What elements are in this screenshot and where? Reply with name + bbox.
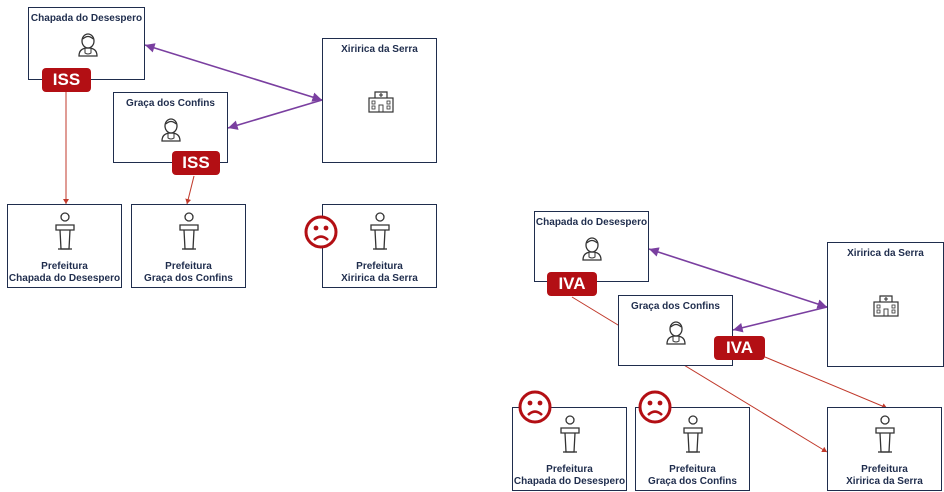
podium-speaker-icon [683,415,703,453]
provider-box-chapada-right: Chapada do Desespero [534,211,649,282]
tax-badge-iss-1: ISS [42,68,91,92]
cityhall-label-line1: Prefeitura [165,261,212,272]
provider-title: Chapada do Desespero [535,217,648,228]
provider-title: Graça dos Confins [126,98,215,109]
cityhall-box-xiririca-left: Prefeitura Xiririca da Serra [322,204,437,288]
service-arrow-left-2 [227,99,323,130]
cityhall-box-chapada-left: Prefeitura Chapada do Desespero [7,204,122,288]
podium-speaker-icon [370,212,390,250]
tax-arrow-right-1 [571,296,828,453]
tax-badge-iva-1: IVA [547,272,597,296]
cityhall-box-xiririca-right: Prefeitura Xiririca da Serra [827,407,942,491]
provider-box-graca-right: Graça dos Confins [618,295,733,366]
cityhall-label-line2: Xiririca da Serra [846,476,923,487]
hospital-building-icon [873,295,899,317]
client-box-xiririca-right: Xiririca da Serra [827,242,944,367]
professional-person-icon [666,321,686,345]
tax-badge-iva-2: IVA [714,336,765,360]
tax-arrow-left-2 [185,175,195,205]
service-arrow-right-2 [732,306,828,333]
cityhall-box-graca-left: Prefeitura Graça dos Confins [131,204,246,288]
cityhall-label-line2: Graça dos Confins [648,476,737,487]
cityhall-label-line1: Prefeitura [41,261,88,272]
professional-person-icon [78,33,98,57]
cityhall-label-line2: Chapada do Desespero [513,476,626,487]
service-arrow-right-1 [648,247,828,309]
provider-title: Chapada do Desespero [30,13,143,24]
podium-speaker-icon [55,212,75,250]
cityhall-label-line1: Prefeitura [669,464,716,475]
cityhall-label-line1: Prefeitura [861,464,908,475]
hospital-building-icon [368,91,394,113]
cityhall-label-line2: Graça dos Confins [144,273,233,284]
podium-speaker-icon [875,415,895,453]
service-arrow-left-1 [144,43,323,102]
professional-person-icon [582,237,602,261]
cityhall-label-line2: Chapada do Desespero [8,273,121,284]
sad-face-icon [638,390,672,424]
provider-title: Graça dos Confins [631,301,720,312]
cityhall-label-line1: Prefeitura [356,261,403,272]
tax-arrow-right-2 [764,356,888,409]
client-title: Xiririca da Serra [341,44,418,55]
cityhall-label-line2: Xiririca da Serra [341,273,418,284]
cityhall-label-line1: Prefeitura [546,464,593,475]
sad-face-icon [518,390,552,424]
provider-box-chapada-left: Chapada do Desespero [28,7,145,80]
professional-person-icon [161,118,181,142]
client-title: Xiririca da Serra [847,248,924,259]
podium-speaker-icon [560,415,580,453]
podium-speaker-icon [179,212,199,250]
client-box-xiririca-left: Xiririca da Serra [322,38,437,163]
sad-face-icon [304,215,338,249]
tax-badge-iss-2: ISS [172,151,220,175]
